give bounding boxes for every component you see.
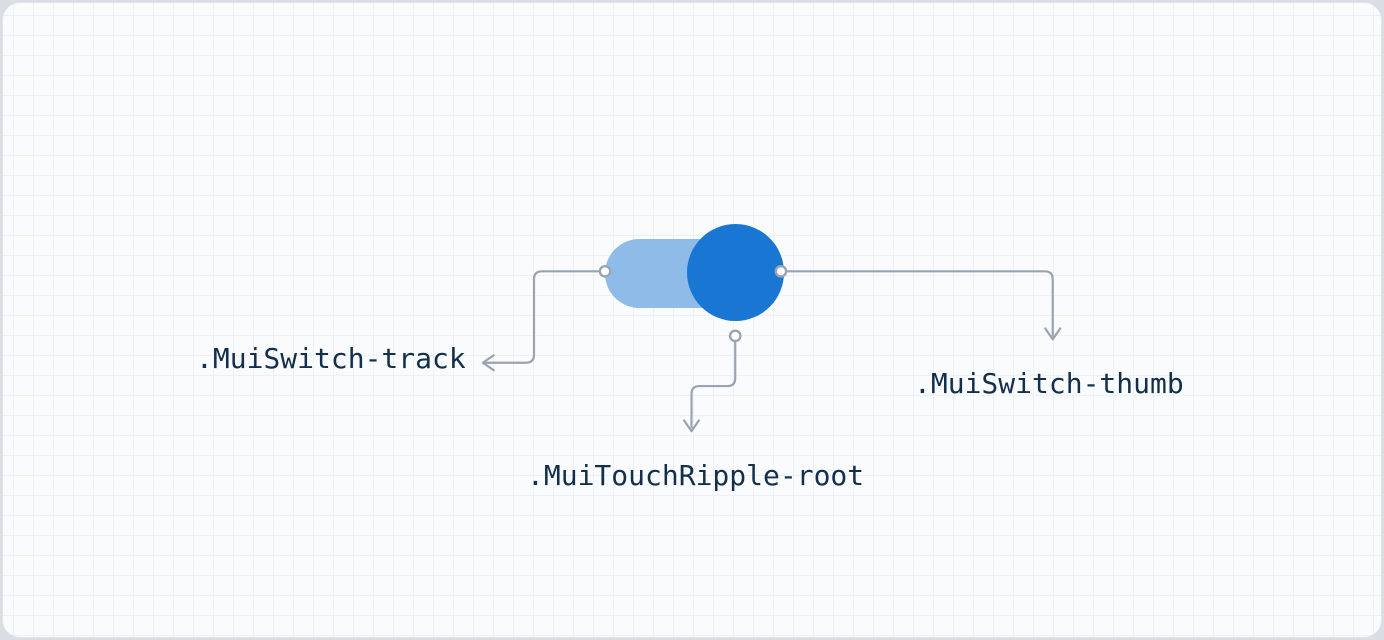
down-arrow-icon bbox=[1044, 327, 1062, 341]
touch-ripple-anchor-dot bbox=[728, 329, 742, 343]
left-arrow-icon bbox=[481, 354, 495, 372]
touch-ripple-connector-line bbox=[690, 341, 737, 429]
annotation-label-touch-ripple: .MuiTouchRipple-root bbox=[527, 459, 865, 492]
annotation-label-track: .MuiSwitch-track bbox=[196, 342, 466, 375]
switch-thumb[interactable] bbox=[687, 224, 784, 321]
track-connector-line bbox=[485, 270, 600, 364]
thumb-connector-line bbox=[786, 270, 1054, 337]
down-arrow-icon bbox=[682, 419, 701, 433]
annotation-label-thumb: .MuiSwitch-thumb bbox=[914, 367, 1184, 400]
